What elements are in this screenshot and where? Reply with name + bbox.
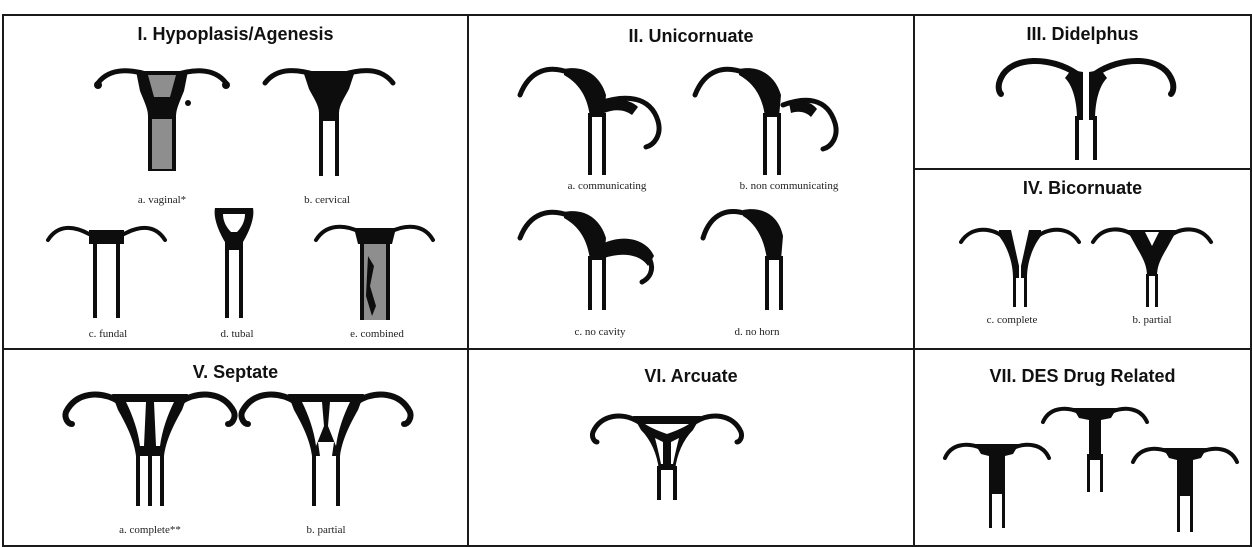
caption-b-non-communicating: b. non communicating	[740, 180, 839, 192]
panel-title: IV. Bicornuate	[915, 178, 1250, 199]
panel-title: II. Unicornuate	[469, 26, 913, 47]
uterus-didelphus	[991, 52, 1181, 164]
caption-b-partial: b. partial	[1132, 314, 1171, 326]
uterus-vaginal-hypoplasia	[92, 61, 232, 186]
uterus-combined-hypoplasia	[312, 216, 437, 326]
uterus-unicornuate-communicating	[514, 61, 674, 181]
panel-bicornuate: IV. Bicornuate c. complete b. partial	[913, 168, 1252, 350]
caption-d-no-horn: d. no horn	[735, 326, 780, 338]
uterus-bicornuate-complete	[955, 220, 1085, 310]
panel-title: V. Septate	[4, 362, 467, 383]
panel-title: VII. DES Drug Related	[915, 366, 1250, 387]
uterus-des-t-shaped-left	[941, 436, 1053, 532]
caption-a-vaginal: a. vaginal*	[138, 194, 186, 206]
panel-hypoplasia-agenesis: I. Hypoplasis/Agenesis a. vaginal* b. ce…	[2, 14, 469, 350]
panel-des-drug-related: VII. DES Drug Related	[913, 348, 1252, 547]
uterus-arcuate	[587, 408, 747, 504]
uterus-des-t-shaped-right	[1129, 440, 1241, 536]
caption-b-partial: b. partial	[306, 524, 345, 536]
panel-title: I. Hypoplasis/Agenesis	[4, 24, 467, 45]
uterus-unicornuate-no-cavity	[514, 204, 674, 314]
caption-e-combined: e. combined	[350, 328, 404, 340]
uterus-unicornuate-noncommunicating	[689, 61, 849, 181]
panel-unicornuate: II. Unicornuate a. communicating b. non …	[467, 14, 915, 350]
panel-title: VI. Arcuate	[469, 366, 913, 387]
caption-c-complete: c. complete	[987, 314, 1038, 326]
uterus-septate-complete	[60, 386, 240, 510]
uterus-tubal-hypoplasia	[209, 204, 259, 324]
caption-d-tubal: d. tubal	[221, 328, 254, 340]
uterus-fundal-hypoplasia	[44, 216, 169, 324]
caption-b-cervical: b. cervical	[304, 194, 350, 206]
uterus-cervical-hypoplasia	[259, 61, 399, 186]
caption-c-fundal: c. fundal	[89, 328, 127, 340]
panel-arcuate: VI. Arcuate	[467, 348, 915, 547]
caption-c-no-cavity: c. no cavity	[574, 326, 625, 338]
panel-septate: V. Septate a. complete** b. partial	[2, 348, 469, 547]
caption-a-complete: a. complete**	[119, 524, 181, 536]
panel-title: III. Didelphus	[915, 24, 1250, 45]
uterus-septate-partial	[236, 386, 416, 510]
uterus-unicornuate-no-horn	[697, 204, 807, 314]
caption-a-communicating: a. communicating	[568, 180, 647, 192]
uterus-bicornuate-partial	[1087, 220, 1217, 310]
panel-didelphus: III. Didelphus	[913, 14, 1252, 170]
